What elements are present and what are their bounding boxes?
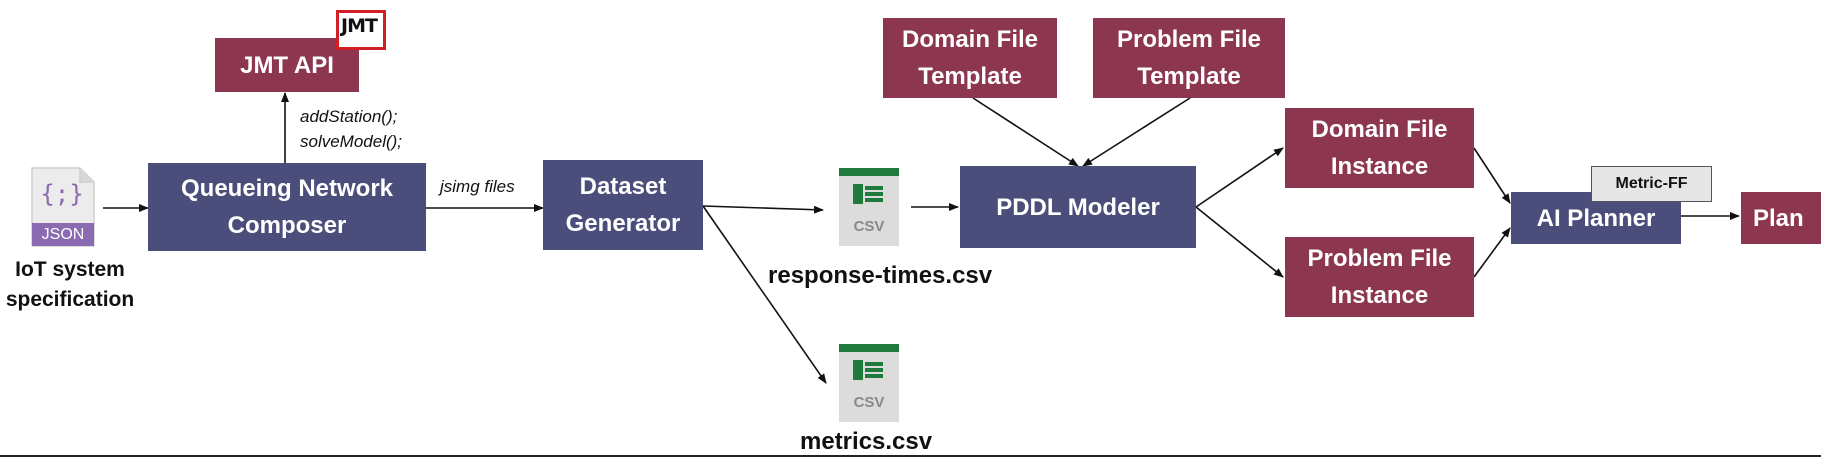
- iot-spec-label: IoT system specification: [5, 258, 135, 311]
- arrow-problem-template-to-pddl: [1082, 97, 1191, 167]
- pddl-modeler-node: PDDL Modeler: [960, 166, 1196, 248]
- json-file-icon: {;} JSON: [30, 166, 96, 248]
- solve-model-call: solveModel();: [300, 132, 403, 151]
- arrow-domain-template-to-pddl: [972, 97, 1079, 167]
- arrow-dataset-to-response-csv: [702, 205, 824, 214]
- arrow-problem-instance-to-planner: [1473, 227, 1511, 278]
- dataset-generator-node: Dataset Generator: [543, 160, 703, 250]
- metric-ff-tag: Metric-FF: [1591, 166, 1712, 202]
- metrics-csv-icon: CSV: [837, 342, 903, 424]
- csv-glyph: CSV: [853, 394, 885, 411]
- csv-glyph: CSV: [853, 218, 885, 235]
- jmt-logo: JMT: [336, 10, 386, 50]
- metrics-label: metrics.csv: [800, 428, 933, 455]
- problem-file-template-node: Problem File Template: [1093, 18, 1285, 98]
- arrow-dataset-to-metrics-csv: [702, 205, 827, 384]
- plan-node: Plan: [1741, 192, 1821, 244]
- problem-file-instance-node: Problem File Instance: [1285, 237, 1474, 317]
- arrow-domain-instance-to-planner: [1473, 147, 1511, 204]
- response-times-label: response-times.csv: [768, 262, 993, 289]
- domain-file-instance-node: Domain File Instance: [1285, 108, 1474, 188]
- domain-file-template-node: Domain File Template: [883, 18, 1057, 98]
- add-station-call: addStation();: [300, 107, 398, 126]
- bottom-border: [0, 455, 1821, 457]
- queueing-network-composer-node: Queueing Network Composer: [148, 163, 426, 251]
- arrow-pddl-to-problem-instance: [1195, 206, 1284, 278]
- json-glyph: {;}: [40, 180, 84, 208]
- jsimg-files-label: jsimg files: [440, 177, 515, 196]
- jmt-logo-text: JMT: [341, 15, 378, 37]
- jmt-api-node: JMT API: [215, 38, 359, 92]
- response-times-csv-icon: CSV: [837, 166, 903, 248]
- arrow-pddl-to-domain-instance: [1195, 147, 1284, 208]
- json-label: JSON: [41, 226, 85, 243]
